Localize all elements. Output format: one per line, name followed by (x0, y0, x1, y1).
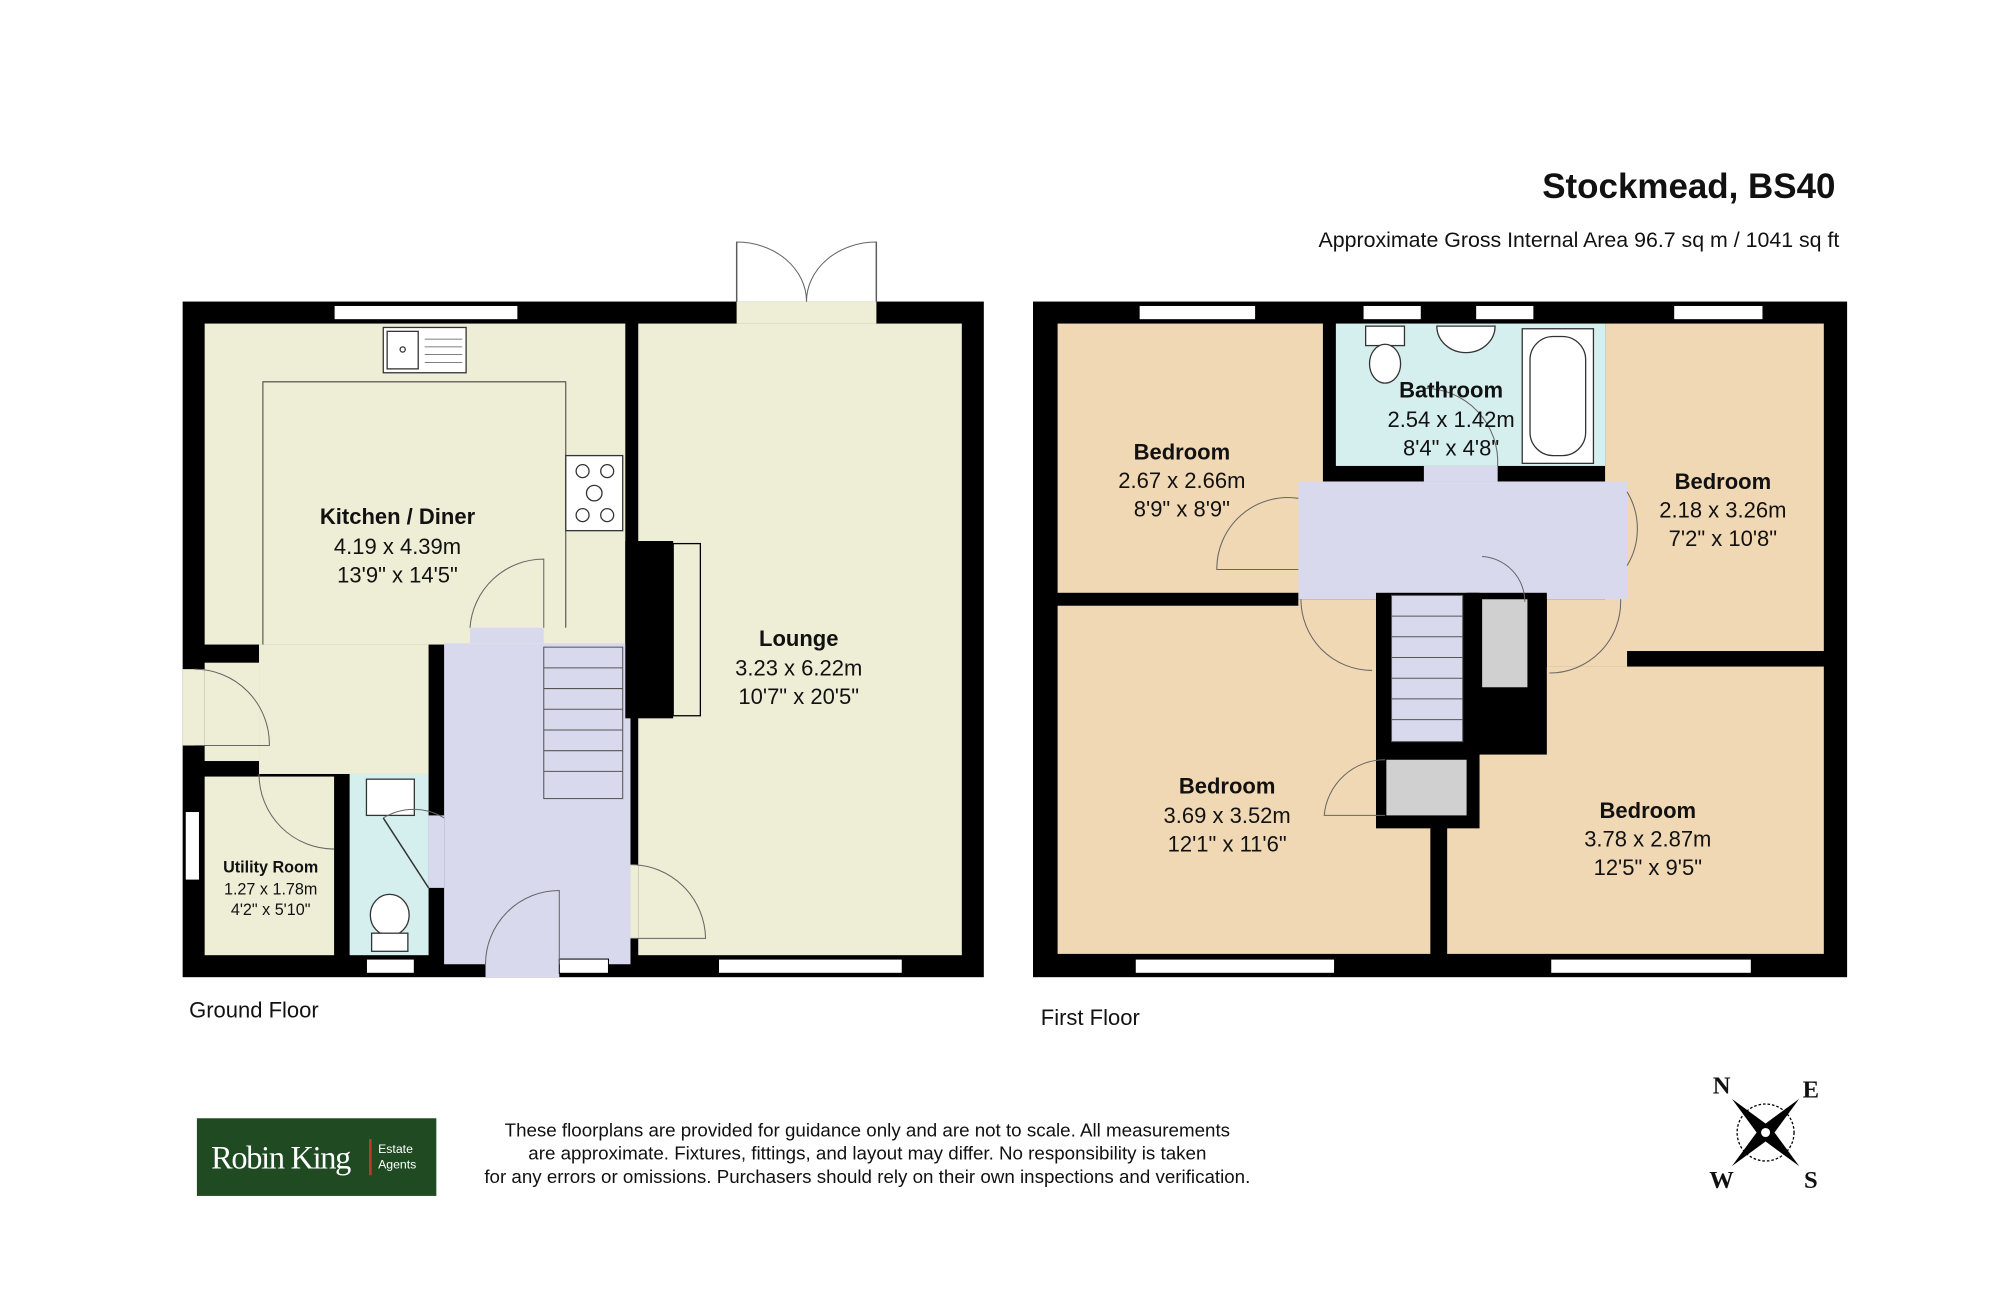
door-swing (258, 773, 335, 850)
svg-text:N: N (1713, 1073, 1731, 1100)
window (365, 958, 415, 974)
door-swing (1549, 599, 1622, 674)
room-metric: 3.78 x 2.87m (1584, 826, 1711, 851)
toilet-icon (369, 893, 410, 937)
svg-text:These floorplans are provided: These floorplans are provided for guidan… (505, 1119, 1230, 1140)
agent-logo: Robin King Estate Agents (196, 1118, 437, 1196)
hob-icon (565, 454, 624, 532)
staircase (543, 646, 624, 800)
bedroom-2-area (1605, 323, 1824, 652)
window (1673, 304, 1764, 321)
first-floor-plan: Bedroom 2.67 x 2.66m 8'9" x 8'9" Bathroo… (1033, 301, 1848, 978)
room-name: Bathroom (1399, 377, 1503, 402)
utility-room-area (204, 776, 335, 956)
svg-text:Estate: Estate (378, 1142, 413, 1156)
compass-rose-icon: N E W S (1709, 1073, 1819, 1194)
kitchen-diner-area (204, 323, 626, 645)
window (1138, 304, 1257, 321)
room-name: Bedroom (1179, 773, 1276, 798)
door-swing (630, 864, 707, 939)
window (1475, 304, 1535, 321)
room-metric: 3.69 x 3.52m (1164, 803, 1291, 828)
landing-area (1298, 481, 1628, 600)
svg-text:S: S (1804, 1167, 1818, 1194)
ground-floor-plan: Kitchen / Diner 4.19 x 4.39m 13'9" x 14'… (182, 241, 984, 978)
cupboard (1482, 599, 1528, 688)
window (184, 811, 200, 881)
room-metric: 2.18 x 3.26m (1659, 498, 1786, 523)
room-imperial: 8'4" x 4'8" (1403, 436, 1499, 461)
french-doors (735, 241, 878, 302)
disclaimer: These floorplans are provided for guidan… (484, 1119, 1250, 1187)
room-name: Lounge (759, 626, 838, 651)
sink-icon (382, 326, 467, 374)
gross-area: Approximate Gross Internal Area 96.7 sq … (1319, 228, 1840, 252)
staircase (1391, 594, 1464, 743)
basin-icon (1436, 325, 1496, 354)
property-title: Stockmead, BS40 (1542, 167, 1835, 206)
window (1362, 304, 1422, 321)
room-imperial: 12'1" x 11'6" (1168, 832, 1287, 857)
room-imperial: 13'9" x 14'5" (337, 562, 458, 587)
room-imperial: 4'2" x 5'10" (231, 901, 311, 919)
window (1550, 958, 1752, 974)
window (333, 304, 519, 321)
svg-text:W: W (1709, 1167, 1734, 1194)
svg-text:Agents: Agents (378, 1158, 416, 1172)
room-imperial: 10'7" x 20'5" (738, 684, 859, 709)
svg-text:E: E (1803, 1077, 1819, 1104)
door-swing (485, 889, 560, 965)
door-swing (1482, 556, 1526, 602)
door-swing (1626, 491, 1638, 566)
door-swing (1300, 599, 1373, 671)
window (1134, 958, 1336, 974)
door-swing (194, 668, 270, 747)
bedroom-3-area (1057, 605, 1431, 954)
room-imperial: 12'5" x 9'5" (1594, 855, 1702, 880)
svg-text:Robin King: Robin King (211, 1140, 351, 1176)
svg-text:for any errors or omissions. P: for any errors or omissions. Purchasers … (484, 1166, 1250, 1187)
toilet-icon (1364, 325, 1406, 347)
door-swing (1323, 759, 1386, 816)
room-metric: 3.23 x 6.22m (735, 656, 862, 681)
room-name: Bedroom (1675, 469, 1772, 494)
room-metric: 2.54 x 1.42m (1387, 407, 1514, 432)
room-metric: 1.27 x 1.78m (224, 880, 317, 898)
room-name: Bedroom (1134, 439, 1231, 464)
svg-text:are approximate. Fixtures, fit: are approximate. Fixtures, fittings, and… (528, 1143, 1206, 1164)
room-imperial: 8'9" x 8'9" (1134, 496, 1230, 521)
room-metric: 4.19 x 4.39m (334, 534, 461, 559)
room-name: Kitchen / Diner (320, 504, 476, 529)
door-swing (469, 558, 545, 628)
door-swing (1423, 387, 1499, 466)
cupboard (1386, 759, 1467, 816)
door-swing (383, 808, 445, 819)
room-imperial: 7'2" x 10'8" (1669, 526, 1777, 551)
room-name: Utility Room (223, 858, 318, 876)
room-name: Bedroom (1600, 798, 1697, 823)
window (558, 958, 609, 974)
door-swing (1216, 497, 1299, 571)
ground-floor-label: Ground Floor (189, 997, 319, 1022)
window (717, 958, 903, 974)
bedroom-1-area (1057, 323, 1323, 593)
room-metric: 2.67 x 2.66m (1118, 468, 1245, 493)
first-floor-label: First Floor (1041, 1005, 1140, 1030)
